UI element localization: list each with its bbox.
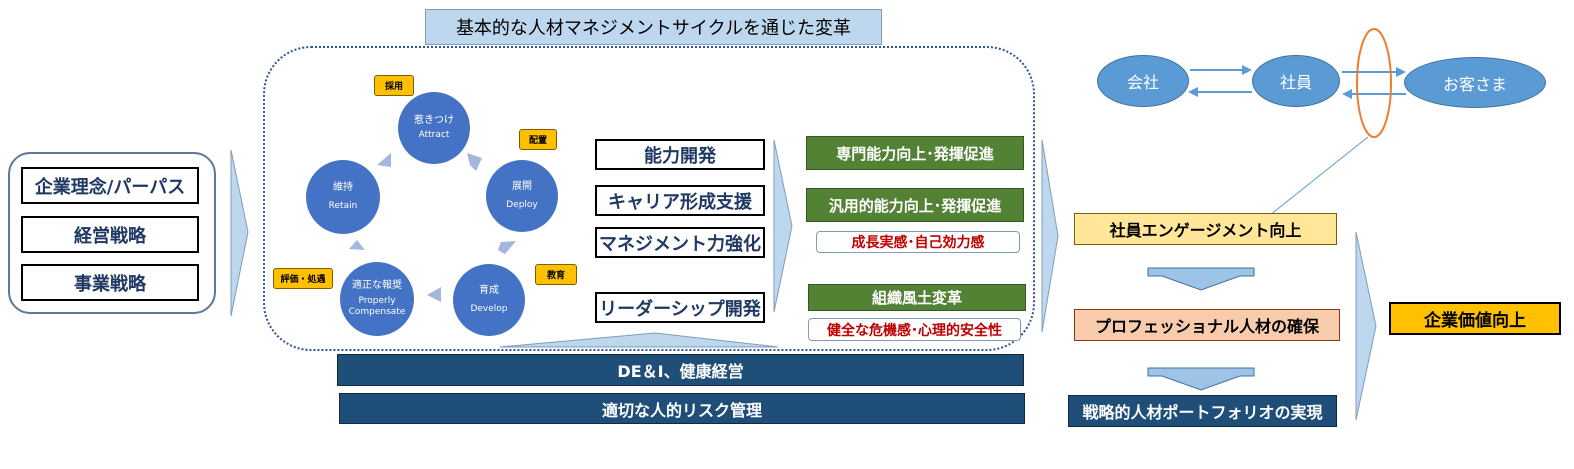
page-title: 基本的な人材マネジメントサイクルを通じた変革 [425,9,882,45]
final-value-box: 企業価値向上 [1389,302,1561,335]
chevron-arrow-3 [1041,139,1059,333]
deploy-label-jp: 展開 [512,181,532,193]
education-tag: 教育 [535,264,577,285]
retain-label-en: Retain [328,200,358,211]
cycle-arrow-2 [498,241,516,254]
company-node: 会社 [1097,55,1189,107]
highlight-ellipse [1356,28,1392,138]
cycle-arrow-1 [467,153,482,171]
result-professional: プロフェッショナル人材の確保 [1074,309,1340,341]
risk-bar: 適切な人的リスク管理 [339,393,1025,424]
attract-label-jp: 惹きつけ [414,114,454,126]
program-management: マネジメント力強化 [595,227,765,258]
employee-node: 社員 [1252,55,1340,107]
program-career: キャリア形成支援 [595,185,765,216]
outcome-growth: 成長実感･自己効力感 [816,231,1020,253]
outcome-culture: 組織風土変革 [808,284,1026,311]
cycle-arrow-5 [377,153,391,167]
placement-tag: 配置 [519,129,557,150]
cycle-arrow-3 [427,287,441,302]
evaluation-tag: 評価・処遇 [273,268,333,289]
chevron-arrow-2 [773,139,793,313]
compensate-label-jp: 適正な報奨 [352,280,402,291]
outcome-specialized: 専門能力向上･発揮促進 [806,136,1024,170]
program-leadership: リーダーシップ開発 [595,292,765,323]
result-engagement: 社員エンゲージメント向上 [1074,213,1337,245]
chevron-arrow-4 [1355,231,1377,421]
dei-bar: DE＆I、健康経営 [337,354,1024,386]
attract-label-en: Attract [418,130,450,141]
attract-node: 惹きつけ Attract [398,92,470,164]
philosophy-box: 企業理念/パーパス [21,167,199,204]
deploy-label-en: Deploy [506,199,538,210]
develop-node: 育成 Develop [453,264,525,336]
program-capability: 能力開発 [595,139,765,170]
down-arrow-2 [1147,367,1255,391]
outcome-safety: 健全な危機感･心理的安全性 [808,318,1021,341]
customer-node: お客さま [1404,57,1546,108]
strategy-box: 経営戦略 [21,216,199,253]
compensate-label-en: Properly Compensate [348,295,406,317]
compensate-node: 適正な報奨 Properly Compensate [340,262,414,336]
chevron-arrow-1 [230,149,249,317]
business-strategy-box: 事業戦略 [21,264,199,301]
hiring-tag: 採用 [374,75,414,96]
develop-label-en: Develop [470,303,508,314]
deploy-node: 展開 Deploy [486,160,558,232]
outcome-general: 汎用的能力向上･発揮促進 [806,188,1024,222]
roof-triangle [499,332,779,348]
retain-node: 維持 Retain [306,160,380,234]
develop-label-jp: 育成 [479,285,499,297]
cycle-arrow-4 [349,240,365,250]
cycle-frame [263,46,1035,351]
connector-line [1269,136,1369,216]
down-arrow-1 [1147,267,1255,291]
result-portfolio: 戦略的人材ポートフォリオの実現 [1068,395,1337,427]
retain-label-jp: 維持 [333,182,353,194]
